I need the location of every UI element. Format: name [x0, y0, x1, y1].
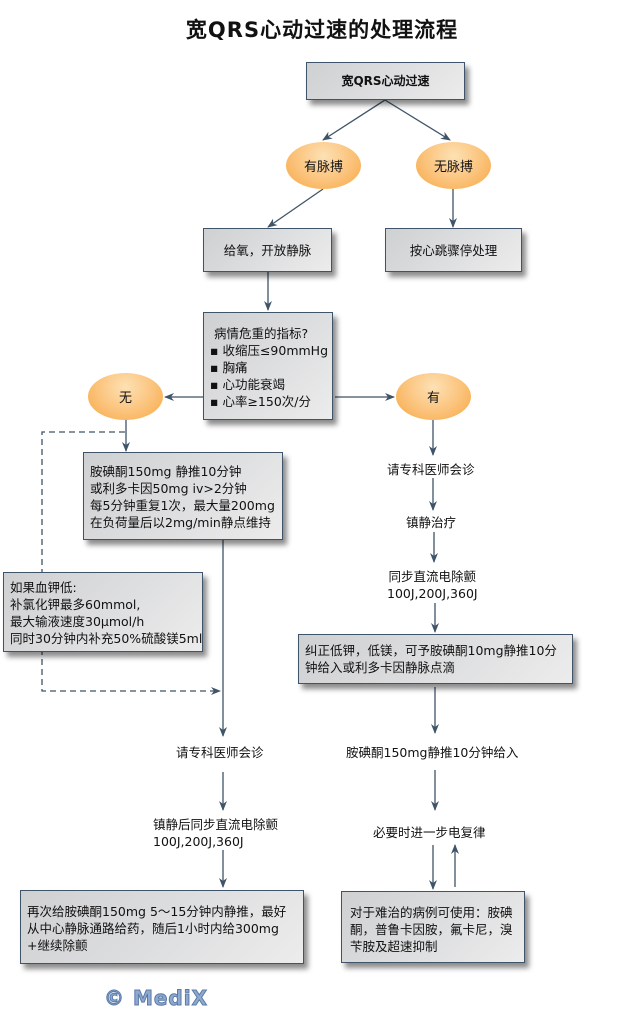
pulse-present-node: 有脉搏 — [286, 142, 361, 189]
arrow-pulse-to-oxygen — [267, 188, 324, 228]
sync-cardiovert-line: 同步直流电除颤 — [388, 569, 477, 584]
criteria-heading: 病情危重的指标? — [214, 326, 309, 341]
cpr-label: 按心跳骤停处理 — [409, 242, 498, 258]
cpr-node: 按心跳骤停处理 — [385, 228, 522, 272]
sedate-cardiovert-text: 镇静后同步直流电除颤 100J,200J,360J — [153, 816, 278, 850]
amiodarone-node: 胺碘酮150mg 静推10分钟 或利多卡因50mg iv>2分钟 每5分钟重复1… — [83, 452, 283, 540]
amiodarone-right-text: 胺碘酮150mg静推10分钟给入 — [346, 745, 519, 760]
hypokalemia-line: 补氯化钾最多60mmol, — [10, 597, 141, 612]
criteria-item: ▪ 收缩压≤90mmHg — [210, 343, 329, 358]
arrow-start-to-nopulse — [384, 99, 451, 141]
further-cardiovert-text: 必要时进一步电复律 — [373, 825, 486, 840]
start-node-label: 宽QRS心动过速 — [341, 73, 430, 88]
criteria-item: ▪ 心率≥150次/分 — [210, 394, 311, 409]
none-node: 无 — [88, 373, 163, 420]
correct-electrolytes-line: 钟给入或利多卡因静脉点滴 — [305, 660, 456, 675]
sedation-text: 镇静治疗 — [406, 515, 457, 530]
correct-electrolytes-line: 纠正低钾，低镁，可予胺碘酮10mg静推10分 — [305, 643, 557, 658]
arrow-start-to-pulse — [322, 99, 386, 141]
repeat-amiodarone-line: 从中心静脉通路给药，随后1小时内给300mg — [27, 921, 279, 936]
amiodarone-line: 胺碘酮150mg 静推10分钟 — [90, 464, 242, 479]
pulse-absent-node: 无脉搏 — [416, 142, 491, 189]
refractory-line: 苄胺及超速抑制 — [350, 939, 438, 954]
amiodarone-line: 每5分钟重复1次，最大量200mg — [90, 498, 275, 513]
has-node: 有 — [396, 373, 471, 420]
refractory-line: 对于难治的病例可使用：胺碘 — [350, 905, 513, 920]
amiodarone-line: 或利多卡因50mg iv>2分钟 — [90, 481, 247, 496]
hypokalemia-node: 如果血钾低: 补氯化钾最多60mmol, 最大输液速度30μmol/h 同时30… — [3, 572, 203, 652]
start-node: 宽QRS心动过速 — [306, 62, 465, 100]
consult-right-text: 请专科医师会诊 — [387, 462, 475, 477]
energy-levels: 100J,200J,360J — [387, 586, 478, 601]
hypokalemia-line: 如果血钾低: — [10, 580, 77, 595]
has-label: 有 — [426, 391, 440, 406]
refractory-node: 对于难治的病例可使用：胺碘 酮，普鲁卡因胺，氟卡尼，溴 苄胺及超速抑制 — [341, 891, 525, 963]
amiodarone-line: 在负荷量后以2mg/min静点维持 — [90, 515, 271, 530]
repeat-amiodarone-line: 再次给胺碘酮150mg 5～15分钟内静推，最好 — [27, 904, 287, 919]
page-title: 宽QRS心动过速的处理流程 — [185, 18, 459, 42]
repeat-amiodarone-line: +继续除颤 — [27, 938, 88, 953]
correct-electrolytes-node: 纠正低钾，低镁，可予胺碘酮10mg静推10分 钟给入或利多卡因静脉点滴 — [298, 634, 573, 684]
energy-levels: 100J,200J,360J — [153, 834, 244, 849]
none-label: 无 — [118, 391, 132, 406]
oxygen-node: 给氧，开放静脉 — [203, 228, 332, 272]
consult-left-text: 请专科医师会诊 — [176, 745, 264, 760]
medix-watermark: © MediX — [103, 986, 209, 1010]
pulse-present-label: 有脉搏 — [303, 160, 343, 175]
refractory-line: 酮，普鲁卡因胺，氟卡尼，溴 — [350, 922, 513, 937]
pulse-absent-label: 无脉搏 — [433, 160, 473, 175]
criteria-item: ▪ 心功能衰竭 — [210, 377, 285, 392]
hypokalemia-line: 最大输液速度30μmol/h — [10, 614, 145, 629]
hypokalemia-line: 同时30分钟内补充50%硫酸镁5ml — [10, 631, 203, 646]
dashed-bypass — [41, 431, 221, 695]
repeat-amiodarone-node: 再次给胺碘酮150mg 5～15分钟内静推，最好 从中心静脉通路给药，随后1小时… — [20, 890, 304, 964]
sync-cardiovert-text: 同步直流电除颤 100J,200J,360J — [387, 568, 478, 602]
criteria-item: ▪ 胸痛 — [210, 360, 248, 375]
oxygen-label: 给氧，开放静脉 — [223, 242, 312, 258]
criteria-node: 病情危重的指标? ▪ 收缩压≤90mmHg ▪ 胸痛 ▪ 心功能衰竭 ▪ 心率≥… — [203, 312, 333, 420]
sedate-cardiovert-line: 镇静后同步直流电除颤 — [153, 817, 279, 832]
